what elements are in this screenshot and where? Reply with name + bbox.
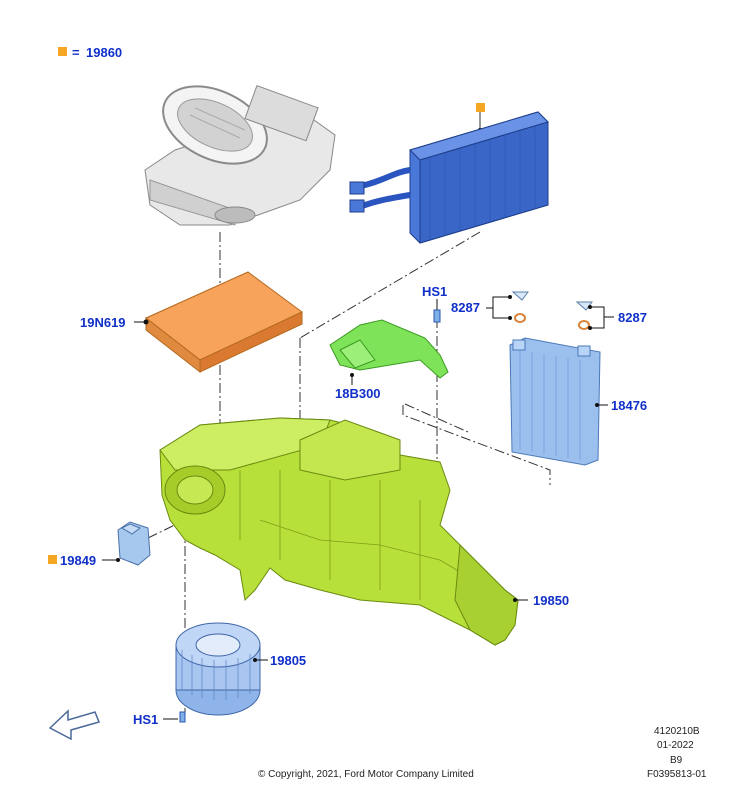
evaporator[interactable] <box>349 103 549 244</box>
footer-code: 4120210B <box>654 726 700 737</box>
label-HS1-top: HS1 <box>422 284 447 299</box>
label-19850: 19850 <box>533 593 569 608</box>
legend: = 19860 <box>58 45 122 60</box>
heater-core[interactable]: 18476 <box>509 337 647 466</box>
label-19849: 19849 <box>60 553 96 568</box>
fastener-top[interactable]: HS1 <box>422 284 447 323</box>
label-HS1-bottom: HS1 <box>133 712 158 727</box>
label-19805: 19805 <box>270 653 306 668</box>
footer-rev: B9 <box>670 755 683 766</box>
footer-figure-id: F0395813-01 <box>647 769 707 780</box>
blower-case-top[interactable] <box>144 71 336 226</box>
resistor-marker-icon <box>48 555 57 564</box>
legend-part-number: 19860 <box>86 45 122 60</box>
fastener-bottom[interactable]: HS1 <box>133 711 186 727</box>
legend-marker-icon <box>58 47 67 56</box>
clip-right[interactable]: 8287 <box>575 301 647 330</box>
blower-motor[interactable]: 19805 <box>175 622 306 716</box>
copyright-text: © Copyright, 2021, Ford Motor Company Li… <box>258 769 474 780</box>
label-18476: 18476 <box>611 398 647 413</box>
resistor[interactable]: 19849 <box>48 521 151 568</box>
label-8287-right: 8287 <box>618 310 647 325</box>
bracket[interactable]: 18B300 <box>329 319 449 401</box>
front-direction-arrow-icon <box>48 709 101 741</box>
label-19N619: 19N619 <box>80 315 126 330</box>
cabin-filter[interactable]: 19N619 <box>80 271 303 374</box>
clip-left[interactable]: 8287 <box>451 291 529 323</box>
label-8287-left: 8287 <box>451 300 480 315</box>
legend-equals: = <box>72 45 80 60</box>
label-18B300: 18B300 <box>335 386 381 401</box>
evaporator-marker-icon <box>476 103 485 112</box>
footer-date: 01-2022 <box>657 740 694 751</box>
housing[interactable]: 19850 <box>159 417 569 646</box>
